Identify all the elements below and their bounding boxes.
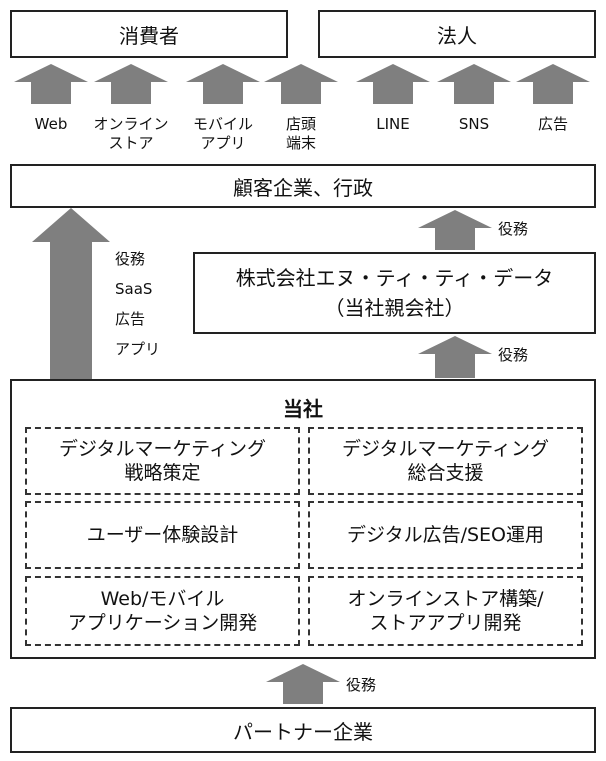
company-to-parent-arrow — [418, 336, 492, 378]
partners-label: パートナー企業 — [233, 719, 373, 744]
left-flow-label: 役務 — [115, 250, 146, 268]
partners-box: パートナー企業 — [10, 707, 596, 753]
left-flow-label: アプリ — [115, 340, 161, 358]
parent-company-note: （当社親会社） — [324, 296, 465, 320]
channel-arrow-online-store — [94, 64, 168, 104]
consumer-label: 消費者 — [119, 23, 179, 48]
channel-label-line: LINE — [376, 115, 410, 133]
partners-to-company-arrow — [266, 664, 340, 704]
channel-label-web: Web — [34, 115, 68, 133]
parent-to-clients-label: 役務 — [498, 220, 529, 238]
service-ad-seo: デジタル広告/SEO運用 — [308, 501, 583, 569]
company-to-parent-label: 役務 — [498, 346, 529, 364]
corporation-box: 法人 — [318, 10, 596, 58]
channel-arrow-ad — [516, 64, 590, 104]
service-online-store-dev: オンラインストア構築/ストアアプリ開発 — [308, 576, 583, 646]
company-box: 当社 — [10, 379, 596, 659]
service-total-support: デジタルマーケティング総合支援 — [308, 427, 583, 495]
channel-label-mobile-app: モバイルアプリ — [192, 115, 253, 152]
corporation-label: 法人 — [437, 23, 477, 48]
service-web-mobile-dev: Web/モバイルアプリケーション開発 — [25, 576, 300, 646]
left-flow-labels: 役務 SaaS 広告 アプリ — [115, 244, 160, 364]
left-flow-label: SaaS — [115, 280, 153, 298]
channel-label-sns: SNS — [458, 115, 490, 133]
service-ux-design: ユーザー体験設計 — [25, 501, 300, 569]
left-flow-label: 広告 — [115, 310, 146, 328]
clients-box: 顧客企業、行政 — [10, 164, 596, 208]
channel-arrow-sns — [437, 64, 511, 104]
parent-company-box: 株式会社エヌ・ティ・ティ・データ （当社親会社） — [193, 252, 596, 334]
parent-company-name: 株式会社エヌ・ティ・ティ・データ — [235, 266, 554, 290]
channel-arrow-mobile-app — [186, 64, 260, 104]
consumer-box: 消費者 — [10, 10, 288, 58]
company-title: 当社 — [283, 397, 323, 421]
service-strategy: デジタルマーケティング戦略策定 — [25, 427, 300, 495]
partners-to-company-label: 役務 — [346, 676, 377, 694]
clients-label: 顧客企業、行政 — [233, 175, 373, 200]
parent-to-clients-arrow — [418, 210, 492, 250]
channel-arrow-web — [14, 64, 88, 104]
channel-label-online-store: オンラインストア — [93, 115, 169, 152]
company-to-clients-arrow — [32, 208, 110, 380]
channel-label-ad: 広告 — [537, 115, 568, 133]
channel-label-store-terminal: 店頭端末 — [285, 115, 316, 152]
channel-arrow-store-terminal — [264, 64, 338, 104]
channel-arrow-line — [356, 64, 430, 104]
